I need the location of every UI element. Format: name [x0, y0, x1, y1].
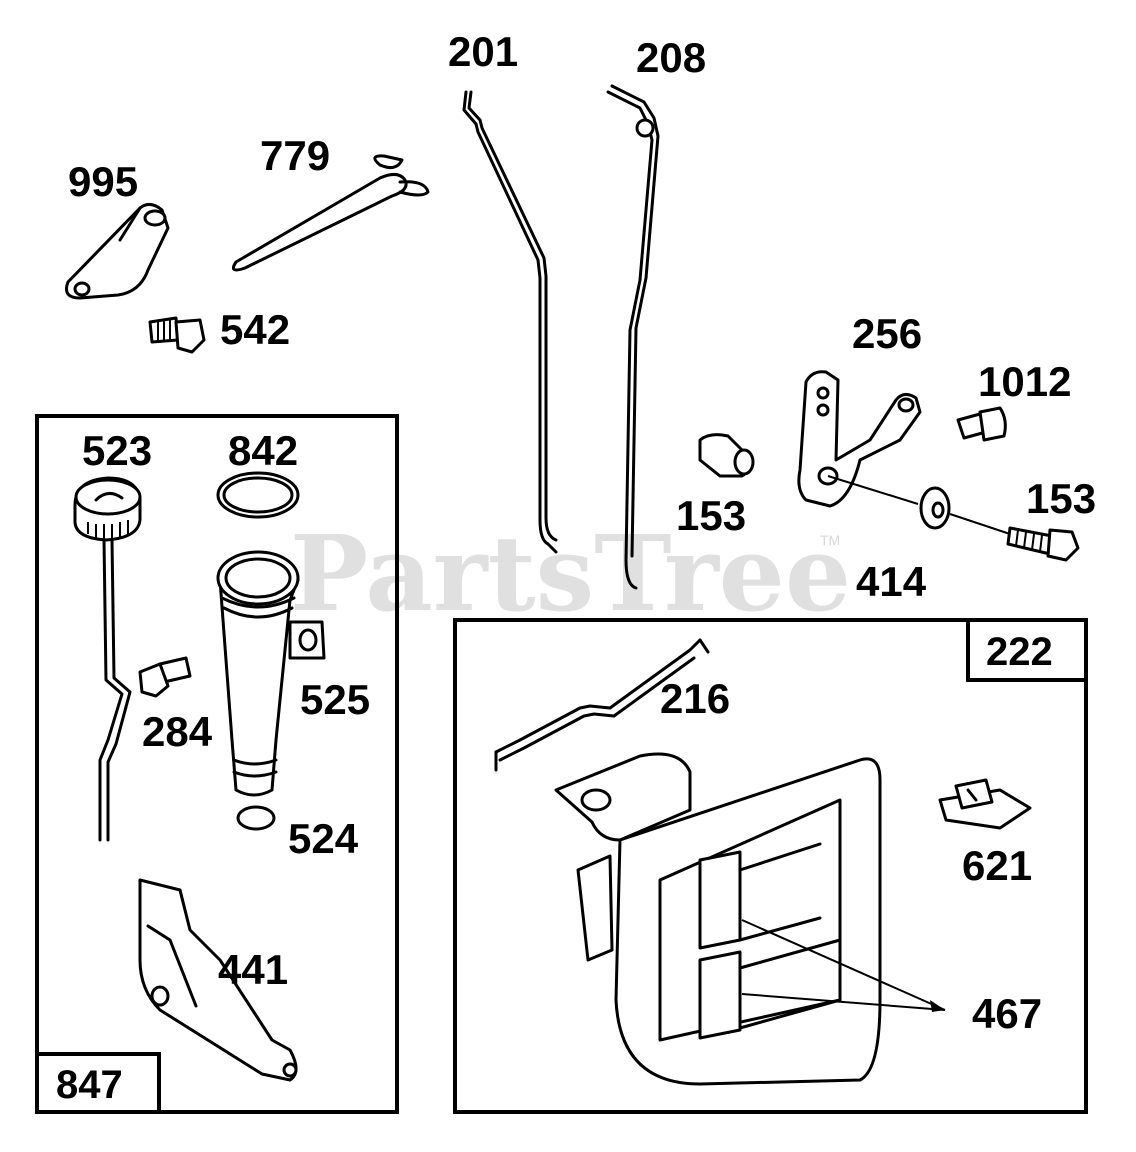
label-621: 621 — [962, 842, 1032, 889]
label-153-bolt: 153 — [1026, 475, 1096, 522]
kit-847-tag — [35, 1052, 161, 1114]
label-523: 523 — [82, 427, 152, 474]
part-525-tube[interactable] — [216, 550, 326, 797]
label-524: 524 — [288, 815, 359, 862]
label-542: 542 — [220, 306, 290, 353]
label-256: 256 — [852, 310, 922, 357]
part-441-bracket[interactable] — [138, 878, 298, 1082]
kit-222-frame — [453, 618, 1088, 1114]
kit-label-847: 847 — [56, 1063, 123, 1107]
part-414-washer[interactable] — [827, 475, 1011, 535]
part-153-bushing[interactable] — [698, 433, 755, 478]
label-441: 441 — [218, 946, 288, 993]
part-208-rod[interactable] — [606, 84, 660, 590]
label-779: 779 — [260, 132, 330, 179]
watermark-text: PartsTree — [290, 512, 851, 635]
kit-label-222: 222 — [986, 630, 1053, 674]
label-467: 467 — [972, 990, 1042, 1037]
part-284-screw[interactable] — [138, 656, 192, 698]
label-284: 284 — [142, 708, 213, 755]
label-842: 842 — [228, 427, 298, 474]
label-153-bushing: 153 — [676, 492, 746, 539]
leader-467 — [741, 919, 946, 1012]
part-222-armature[interactable] — [554, 752, 882, 1086]
part-621-clip[interactable] — [938, 778, 1032, 830]
part-524-oring[interactable] — [236, 805, 276, 831]
part-201-rod[interactable] — [462, 90, 558, 554]
part-523-dipstick[interactable] — [73, 476, 142, 842]
label-414: 414 — [856, 558, 927, 605]
label-201: 201 — [448, 28, 518, 75]
part-542-screw[interactable] — [148, 316, 206, 354]
label-995: 995 — [68, 158, 138, 205]
label-208: 208 — [636, 34, 706, 81]
kit-222-tag — [966, 618, 1088, 682]
watermark-trademark: TM — [820, 532, 840, 548]
part-216-rod[interactable] — [494, 638, 710, 772]
part-995-bracket[interactable] — [65, 203, 170, 300]
part-842-oring-inner — [222, 476, 294, 514]
label-1012: 1012 — [978, 358, 1071, 405]
part-153-bolt[interactable] — [1006, 526, 1080, 562]
label-216: 216 — [660, 675, 730, 722]
part-779-spring[interactable] — [232, 154, 430, 272]
part-842-oring[interactable] — [216, 471, 300, 519]
part-256-lever[interactable] — [797, 370, 922, 508]
label-525: 525 — [300, 676, 370, 723]
kit-847-frame — [35, 414, 399, 1114]
watermark: PartsTree TM — [290, 512, 851, 635]
part-1012-screw[interactable] — [956, 406, 1007, 442]
